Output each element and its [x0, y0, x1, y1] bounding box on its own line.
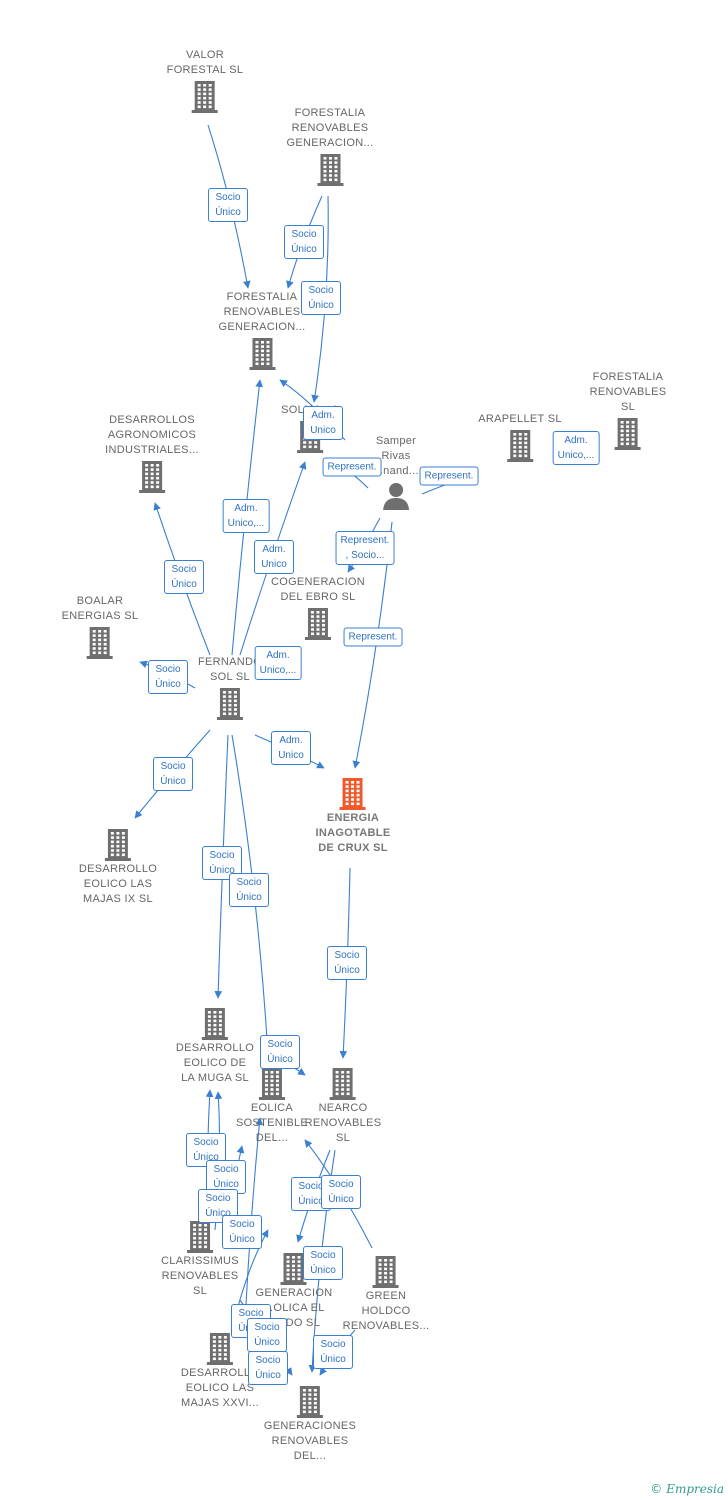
- company-node-nearco[interactable]: NEARCO RENOVABLES SL: [305, 1065, 382, 1146]
- building-icon: [217, 688, 243, 720]
- relation-badge[interactable]: Socio Único: [260, 1035, 300, 1069]
- relation-badge[interactable]: Socio Único: [208, 188, 248, 222]
- node-label: VALOR FORESTAL SL: [166, 49, 244, 76]
- relation-badge[interactable]: Socio Único: [313, 1335, 353, 1369]
- relation-badge[interactable]: Represent. , Socio...: [335, 531, 395, 565]
- relation-badge[interactable]: Adm. Unico,...: [254, 646, 302, 680]
- company-node-genren[interactable]: GENERACIONES RENOVABLES DEL...: [264, 1383, 356, 1464]
- node-label: FORESTALIA RENOVABLES SL: [589, 371, 667, 413]
- relation-badge[interactable]: Socio Único: [327, 946, 367, 980]
- building-icon: [258, 1068, 285, 1100]
- person-node-samper[interactable]: Samper Rivas ...nand...: [373, 434, 419, 511]
- relation-badge[interactable]: Socio Único: [321, 1175, 361, 1209]
- building-icon: [139, 461, 165, 493]
- building-icon: [305, 608, 331, 640]
- node-label: FORESTALIA RENOVABLES GENERACION...: [286, 107, 374, 149]
- building-icon: [340, 778, 366, 810]
- node-label: NEARCO RENOVABLES SL: [304, 1102, 382, 1144]
- node-label: COGENERACION DEL EBRO SL: [270, 576, 366, 603]
- company-node-green[interactable]: GREEN HOLDCO RENOVABLES...: [343, 1253, 430, 1334]
- node-label: EOLICA SOSTENIBLE DEL...: [235, 1102, 309, 1144]
- footer-brand[interactable]: ©Empresia: [650, 1482, 724, 1496]
- relation-badge[interactable]: Represent.: [343, 627, 403, 647]
- company-node-forsl[interactable]: FORESTALIA RENOVABLES SL: [590, 370, 667, 451]
- relation-badge[interactable]: Socio Único: [222, 1215, 262, 1249]
- node-label: FERNANDO SOL SL: [197, 656, 263, 683]
- relation-badge[interactable]: Represent.: [322, 457, 382, 477]
- company-node-fgen2[interactable]: FORESTALIA RENOVABLES GENERACION...: [218, 290, 305, 371]
- company-node-eolsost[interactable]: EOLICA SOSTENIBLE DEL...: [236, 1065, 308, 1146]
- node-label: ARAPELLET SL: [478, 413, 562, 425]
- building-icon: [86, 627, 113, 659]
- node-label: Samper Rivas ...nand...: [373, 435, 419, 477]
- building-icon: [281, 1253, 307, 1285]
- company-node-cogen[interactable]: COGENERACION DEL EBRO SL: [271, 575, 365, 641]
- node-label: DESARROLLOS AGRONOMICOS INDUSTRIALES...: [105, 414, 199, 456]
- relation-badge[interactable]: Adm. Unico,...: [552, 431, 600, 465]
- node-label: BOALAR ENERGIAS SL: [61, 595, 139, 622]
- company-node-majas9[interactable]: DESARROLLO EOLICO LAS MAJAS IX SL: [79, 826, 157, 907]
- building-icon: [206, 1333, 233, 1365]
- person-icon: [383, 483, 409, 510]
- node-label: GREEN HOLDCO RENOVABLES...: [342, 1290, 430, 1332]
- building-icon: [507, 430, 533, 462]
- node-label: GENERACIONES RENOVABLES DEL...: [263, 1420, 357, 1462]
- relation-badge[interactable]: Adm. Unico: [254, 540, 294, 574]
- company-node-energia[interactable]: ENERGIA INAGOTABLE DE CRUX SL: [316, 775, 391, 856]
- building-icon: [296, 1386, 323, 1418]
- node-label: DESARROLLO EOLICO LAS MAJAS XXVI...: [180, 1367, 260, 1409]
- company-node-majas26[interactable]: DESARROLLO EOLICO LAS MAJAS XXVI...: [181, 1330, 259, 1411]
- relation-badge[interactable]: Socio Único: [206, 1160, 246, 1194]
- company-node-fernando[interactable]: FERNANDO SOL SL: [198, 655, 262, 721]
- relation-badge[interactable]: Socio Único: [303, 1246, 343, 1280]
- building-icon: [187, 1221, 213, 1253]
- building-icon: [317, 154, 343, 186]
- relation-badge[interactable]: Socio Único: [202, 846, 242, 880]
- relation-badge[interactable]: Socio Único: [248, 1351, 288, 1385]
- relation-badge[interactable]: Socio Único: [148, 660, 188, 694]
- relation-badge[interactable]: Socio Único: [164, 560, 204, 594]
- node-label: DESARROLLO EOLICO DE LA MUGA SL: [175, 1042, 255, 1084]
- building-icon: [615, 418, 641, 450]
- relation-badge[interactable]: Socio Único: [247, 1318, 287, 1352]
- relation-badge[interactable]: Socio Único: [301, 281, 341, 315]
- company-node-muga[interactable]: DESARROLLO EOLICO DE LA MUGA SL: [176, 1005, 254, 1086]
- relation-badge[interactable]: Socio Único: [229, 873, 269, 907]
- company-node-clariss[interactable]: CLARISSIMUS RENOVABLES SL: [161, 1218, 239, 1299]
- building-icon: [201, 1008, 228, 1040]
- building-icon: [373, 1256, 399, 1288]
- relation-badge[interactable]: Adm. Unico,...: [222, 499, 270, 533]
- company-node-arapellet[interactable]: ARAPELLET SL: [478, 412, 562, 463]
- relation-badge[interactable]: Represent.: [419, 466, 479, 486]
- building-icon: [104, 829, 131, 861]
- building-icon: [330, 1068, 356, 1100]
- relation-badge[interactable]: Socio Único: [284, 225, 324, 259]
- building-icon: [249, 338, 275, 370]
- node-label: ENERGIA INAGOTABLE DE CRUX SL: [315, 812, 391, 854]
- company-node-fgen1[interactable]: FORESTALIA RENOVABLES GENERACION...: [286, 106, 373, 187]
- company-node-valor[interactable]: VALOR FORESTAL SL: [167, 48, 244, 114]
- company-node-desagro[interactable]: DESARROLLOS AGRONOMICOS INDUSTRIALES...: [105, 413, 199, 494]
- relation-badge[interactable]: Adm. Unico: [303, 406, 343, 440]
- copyright-symbol: ©: [650, 1482, 663, 1496]
- building-icon: [192, 81, 218, 113]
- relation-badge[interactable]: Socio Único: [153, 757, 193, 791]
- brand-name: Empresia: [666, 1482, 724, 1496]
- relation-badge[interactable]: Adm. Unico: [271, 731, 311, 765]
- node-label: FORESTALIA RENOVABLES GENERACION...: [218, 291, 306, 333]
- node-label: DESARROLLO EOLICO LAS MAJAS IX SL: [78, 863, 158, 905]
- company-node-boalar[interactable]: BOALAR ENERGIAS SL: [62, 594, 139, 660]
- node-label: CLARISSIMUS RENOVABLES SL: [161, 1255, 239, 1297]
